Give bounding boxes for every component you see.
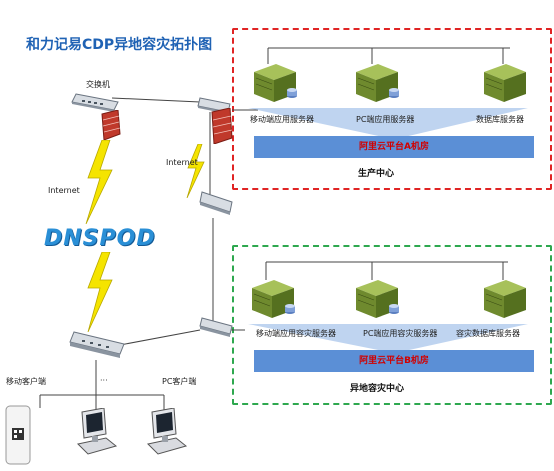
server-icon	[252, 280, 295, 318]
mobile-client-label: 移动客户端	[6, 377, 46, 386]
server-icon	[356, 280, 399, 318]
server-label-database: 数据库服务器	[476, 115, 524, 124]
server-label-pc-dr: PC端应用容灾服务器	[363, 329, 438, 338]
server-label-pc-app: PC端应用服务器	[356, 115, 415, 124]
server-icon	[356, 64, 399, 102]
server-label-mobile-app: 移动端应用服务器	[250, 115, 314, 124]
lightning-icon	[87, 252, 113, 332]
pc-client-label: PC客户端	[162, 377, 197, 386]
switch-icon	[69, 331, 125, 358]
disaster-center-title: 异地容灾中心	[350, 384, 405, 394]
phone-icon	[5, 405, 31, 465]
internet-label-left: Internet	[48, 186, 80, 195]
server-label-mobile-dr: 移动端应用容灾服务器	[256, 329, 336, 338]
dnspod-logo: DNSPOD	[44, 226, 156, 251]
room-a-bar: 阿里云平台A机房	[254, 136, 534, 158]
firewall-icon	[211, 108, 233, 144]
switch-icon	[199, 317, 233, 337]
computer-icon	[146, 408, 188, 455]
production-center-title: 生产中心	[358, 169, 395, 179]
lightning-icon	[186, 144, 205, 198]
firewall-icon	[101, 110, 121, 140]
internet-label-right: Internet	[166, 158, 198, 167]
lightning-icon	[85, 140, 113, 224]
ellipsis-label: ···	[100, 376, 108, 385]
server-label-database-dr: 容灾数据库服务器	[456, 329, 520, 338]
switch-icon	[71, 93, 119, 112]
disaster-center-zone	[232, 245, 552, 405]
switch-icon	[199, 191, 233, 215]
server-icon	[254, 64, 297, 102]
server-icon	[484, 64, 526, 102]
server-icon	[484, 280, 526, 318]
computer-icon	[76, 408, 118, 455]
room-b-bar: 阿里云平台B机房	[254, 350, 534, 372]
diagram-title: 和力记易CDP异地容灾拓扑图	[26, 37, 213, 53]
production-center-zone	[232, 28, 552, 190]
switch-label: 交换机	[86, 80, 110, 89]
